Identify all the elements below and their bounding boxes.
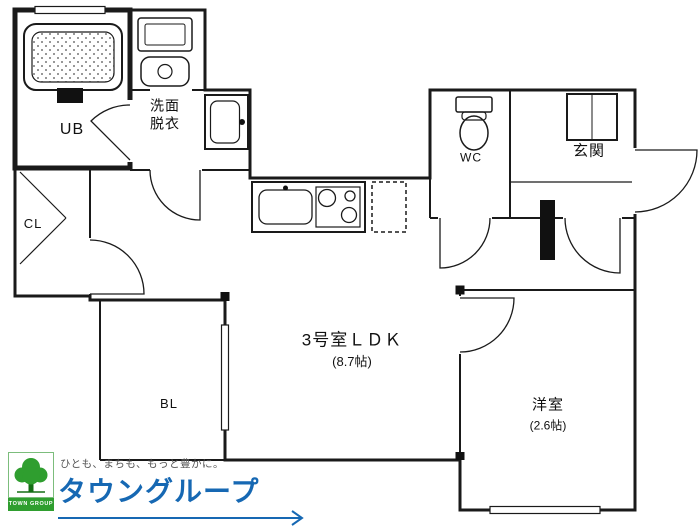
room-size-ldk: (8.7帖) — [332, 353, 372, 369]
western-room-door-swing — [459, 297, 515, 353]
kitchen-counter-icon — [251, 181, 366, 233]
brand-tagline: ひとも、まちも、もっと豊かに。 — [60, 458, 225, 470]
brand-underline-arrow-icon — [58, 510, 304, 526]
balcony-walls — [99, 300, 225, 461]
fixtures — [23, 17, 618, 233]
balcony-window — [220, 324, 230, 431]
bathtub-icon — [23, 23, 123, 103]
structural-columns — [220, 200, 555, 460]
room-label-balcony: BL — [160, 395, 178, 411]
refrigerator-space — [371, 181, 407, 233]
stove-icon — [315, 186, 361, 228]
toilet-icon — [455, 96, 493, 151]
room-size-western-room: (2.6帖) — [529, 418, 567, 433]
town-group-logo: TOWN GROUP — [8, 452, 54, 511]
brand-company-name: タウングループ — [58, 476, 260, 507]
wall-openings — [88, 88, 638, 354]
logo-text: TOWN GROUP — [8, 498, 54, 511]
laundry-fixture-icon — [137, 17, 193, 87]
wc-door-swing — [439, 217, 491, 269]
tree-icon — [8, 452, 54, 498]
entrance-wall-column — [540, 200, 555, 260]
room-label-ub: UB — [59, 121, 85, 138]
room-label-wc: WC — [460, 150, 482, 165]
closet-fold-lines — [19, 171, 67, 265]
room-label-washroom: 洗面 脱衣 — [150, 97, 180, 132]
bath-window — [34, 5, 106, 15]
room-label-western-room: 洋室 — [531, 396, 565, 414]
western-room-window — [489, 505, 601, 515]
shoe-cabinet-icon — [566, 93, 618, 141]
brand-footer: TOWN GROUP ひとも、まちも、もっと豊かに。 タウングループ — [8, 450, 328, 528]
exterior-walls — [13, 8, 637, 512]
windows — [34, 5, 601, 515]
room-label-ldk: 3号室ＬＤＫ — [301, 330, 403, 350]
room-label-entrance: 玄関 — [572, 142, 606, 160]
ub-door-swing — [90, 104, 131, 161]
door-swings — [19, 104, 698, 353]
entrance-door-swing — [634, 149, 698, 213]
washbasin-icon — [204, 94, 249, 150]
hall-door-swing — [564, 217, 621, 274]
room-label-closet: CL — [23, 215, 43, 231]
closet-door-swing — [89, 239, 145, 295]
washroom-door-swing — [149, 169, 201, 221]
kitchen-sink-icon — [258, 185, 313, 225]
